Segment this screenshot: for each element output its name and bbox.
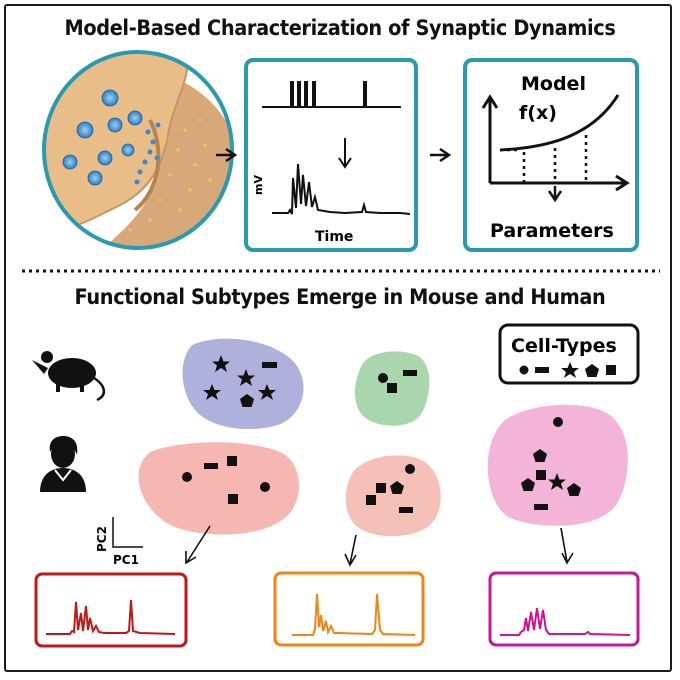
arrow-down-left-icon (185, 525, 211, 565)
cluster-blob-human-3 (487, 404, 628, 526)
arrow-down-icon (338, 138, 352, 169)
arrow-down-icon (560, 527, 574, 565)
arrow-right-icon (216, 147, 238, 163)
circle-marker (405, 464, 415, 474)
cluster-blob-human-1 (138, 442, 300, 535)
bar-marker (399, 507, 413, 513)
circle-marker (378, 373, 388, 383)
trace-panel-red (34, 572, 188, 648)
square-marker (387, 383, 397, 393)
cluster-markers (182, 355, 581, 513)
arrow-down-icon (344, 534, 357, 567)
square-marker (227, 456, 237, 466)
pc2-label: PC2 (95, 526, 109, 552)
top-title: Model-Based Characterization of Synaptic… (64, 16, 616, 40)
model-curve (499, 94, 620, 152)
model-formula: f(x) (519, 102, 557, 124)
star-marker (203, 384, 221, 400)
bar-marker (535, 367, 549, 373)
mouse-icon (32, 351, 106, 402)
star-marker (561, 362, 579, 378)
response-trace (272, 163, 411, 215)
circle-marker (182, 472, 192, 482)
star-marker (237, 369, 255, 386)
x-arrow-icon (490, 174, 630, 192)
legend-title: Cell-Types (511, 335, 617, 357)
star-marker (548, 473, 566, 490)
pentagon-marker (390, 481, 404, 494)
circle-marker (553, 417, 563, 427)
model-panel: Model f(x) Parameters (463, 58, 639, 252)
bar-marker (204, 463, 218, 469)
stimulus-train (262, 81, 401, 108)
square-marker (376, 483, 386, 493)
pc1-label: PC1 (113, 553, 139, 567)
y-arrow-icon (481, 94, 499, 183)
pentagon-marker (240, 394, 254, 407)
synapse-illustration (42, 50, 234, 250)
square-marker (366, 495, 376, 505)
bottom-title: Functional Subtypes Emerge in Mouse and … (74, 285, 606, 309)
bar-marker (534, 504, 548, 510)
square-marker (606, 365, 616, 375)
trace-panel-magenta (488, 571, 640, 647)
circle-marker (519, 365, 529, 375)
bar-marker (403, 370, 417, 376)
pentagon-marker (567, 483, 581, 496)
pentagon-marker (585, 364, 599, 377)
pentagon-marker (533, 449, 547, 462)
cell-types-legend: Cell-Types (498, 323, 640, 385)
trace-panel: mV Time (244, 58, 418, 252)
bar-marker (262, 362, 277, 368)
square-marker (228, 494, 238, 504)
arrow-right-icon (430, 147, 452, 163)
pc-axes: PC2 PC1 (95, 517, 143, 567)
trace-panel-orange (273, 571, 425, 647)
pentagon-marker (521, 478, 535, 491)
cluster-blob-human-2 (345, 455, 441, 537)
model-title: Model (521, 73, 586, 95)
star-marker (258, 384, 276, 400)
square-marker (536, 470, 546, 480)
x-axis-label: Time (315, 229, 353, 245)
star-marker (212, 355, 230, 372)
parameters-label: Parameters (490, 220, 614, 242)
arrow-down-icon (547, 186, 563, 203)
human-icon (40, 436, 86, 492)
circle-marker (260, 482, 270, 492)
y-axis-label: mV (252, 175, 265, 195)
